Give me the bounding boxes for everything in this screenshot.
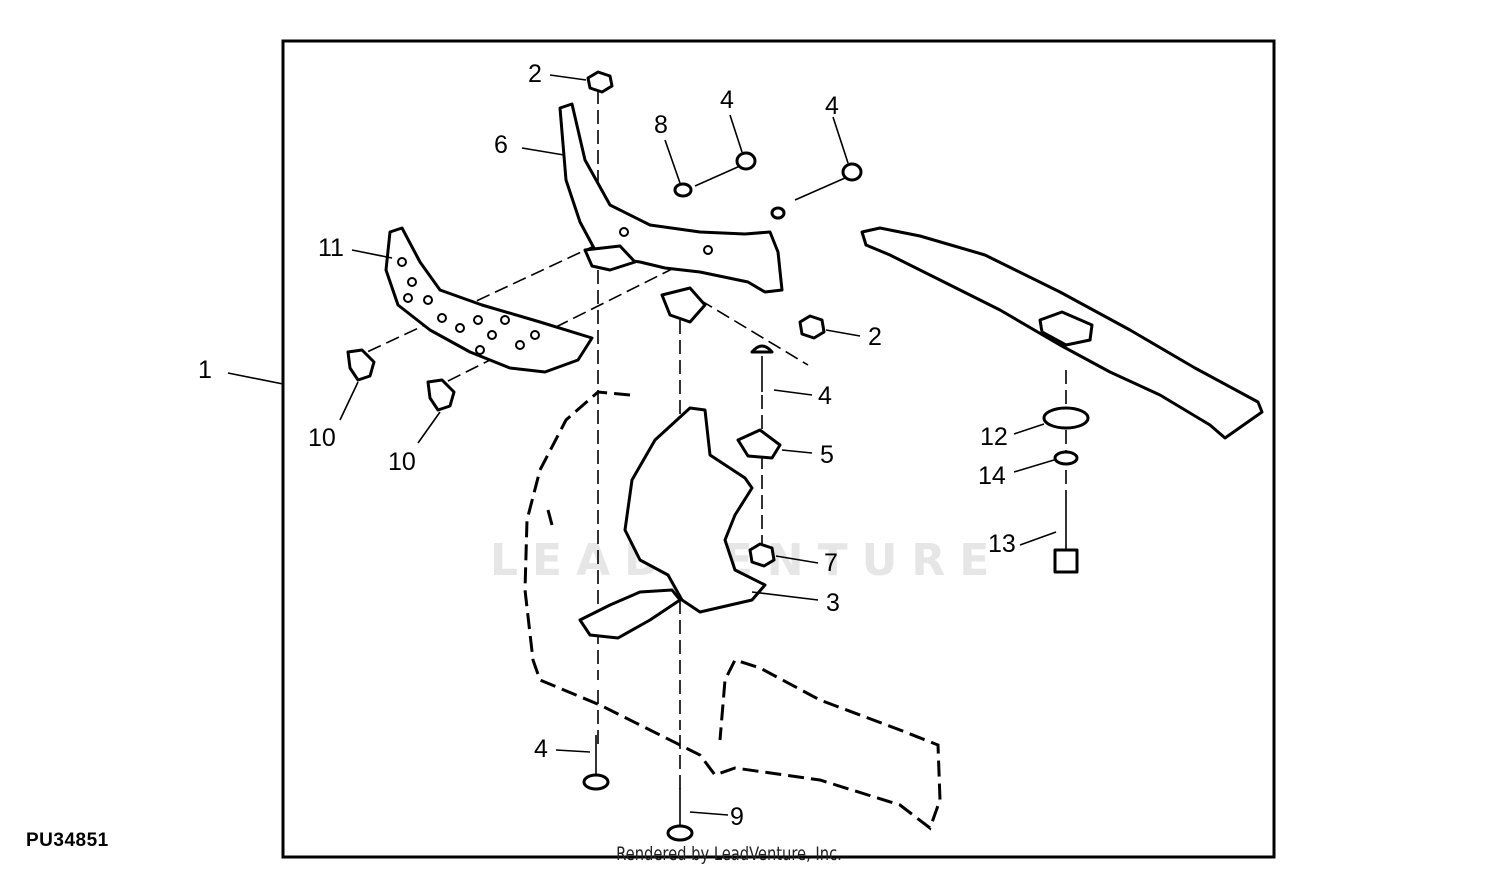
callout-10: 10 [308,424,336,452]
callout-4: 4 [534,735,548,763]
baffle-hole [703,245,713,255]
callout-5: 5 [820,441,834,469]
baffle-hole [619,227,629,237]
callout-11: 11 [318,234,344,262]
callout-1: 1 [198,356,212,384]
nut-right [798,314,826,340]
callout-10: 10 [388,448,416,476]
callout-3: 3 [826,589,840,617]
alignment-lines [349,90,1067,790]
leader-lines [227,74,1057,816]
plate-holes [397,257,540,355]
upper-baffle-foot-right [660,286,707,324]
nut-lower [748,542,776,568]
diagram-frame [281,39,1276,859]
deck-housing-outline [523,390,942,831]
blade-washer [1042,406,1090,430]
callout-4: 4 [818,382,832,410]
callout-4: 4 [825,92,839,120]
bolt-assembly-upper [673,151,863,220]
callout-9: 9 [730,803,744,831]
callout-14: 14 [978,462,1006,490]
bottom-bolt-left [582,735,610,791]
callout-13: 13 [988,530,1016,558]
blade-center-boss [1038,310,1094,347]
bottom-bolt-right [666,788,694,842]
lock-washer [1053,450,1079,466]
clip [736,428,782,460]
callout-12: 12 [980,423,1008,451]
upper-baffle-foot-left [583,244,637,272]
callout-7: 7 [824,549,838,577]
render-credit: Rendered by LeadVenture, Inc. [616,843,842,865]
perforated-plate [384,226,594,374]
figure-id: PU34851 [26,830,109,851]
wing-nut-mid [426,378,456,412]
wing-nut-left [346,348,376,382]
nut-top [586,70,614,94]
blade-bolt [1053,500,1079,574]
callout-6: 6 [494,131,508,159]
lower-baffle-foot [578,588,682,640]
carriage-bolt-mid [750,344,774,392]
callout-4: 4 [720,86,734,114]
callout-2: 2 [528,60,542,88]
callout-2: 2 [868,323,882,351]
callout-8: 8 [654,111,668,139]
